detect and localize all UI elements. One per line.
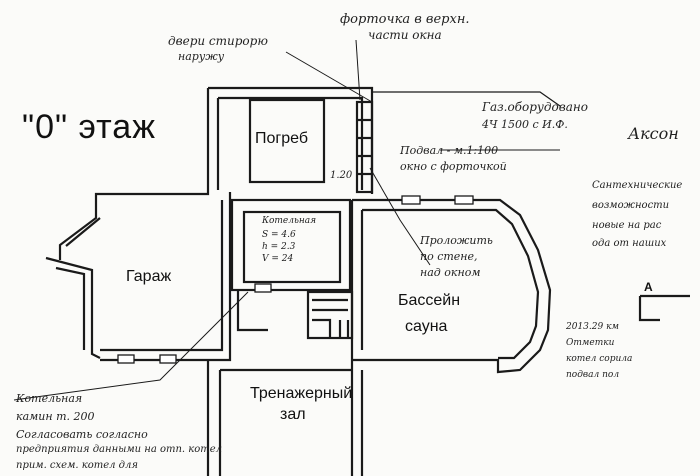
gym-walls: [206, 360, 364, 476]
note-marker-1: 2013.29 км: [566, 322, 619, 332]
room-label-gym-2: зал: [280, 406, 306, 423]
room-label-pool: Бассейн: [398, 292, 461, 309]
note-duct-2: по стене,: [420, 250, 478, 263]
window-pool-2: [454, 195, 474, 205]
window-cellar: [254, 283, 272, 293]
pool-left-wall: [350, 200, 364, 360]
window-garage-1: [117, 354, 135, 364]
note-boiler-3: h = 2.3: [262, 242, 296, 252]
pool-inner-wall: [362, 208, 540, 360]
note-gas-1: Газ.оборудовано: [482, 100, 588, 114]
room-label-sauna: сауна: [405, 318, 448, 335]
note-bottom-left-4: предприятия данными на отп. котел: [16, 444, 223, 455]
pool-outer-wall: [352, 198, 552, 374]
note-cellar-small: 1.20: [330, 170, 353, 181]
note-duct-3: над окном: [420, 266, 481, 279]
note-right-4: ода от наших: [592, 238, 667, 249]
room-label-garage: Гараж: [126, 268, 172, 285]
note-right-1: Сантехнические: [592, 180, 683, 191]
floor-title: "0" этаж: [22, 108, 156, 146]
note-boiler-4: V = 24: [262, 254, 294, 264]
note-sill-2: окно с форточкой: [400, 160, 507, 173]
window-garage-2: [159, 354, 177, 364]
room-label-cellar: Погреб: [255, 130, 309, 147]
note-duct-1: Проложить: [420, 234, 493, 247]
note-bottom-left-5: прим. схем. котел для: [16, 460, 139, 471]
cellar-stair-block: [355, 100, 374, 194]
note-sill-1: Подвал - м.1:100: [400, 144, 499, 157]
note-marker-2: Отметки: [566, 338, 615, 348]
note-bottom-left-3: Согласовать согласно: [16, 428, 148, 441]
room-label-gym: Тренажерный: [250, 385, 353, 402]
note-marker-3: котел сорила: [566, 354, 633, 364]
outer-wall-upper: [94, 86, 374, 206]
note-bottom-left-1: Котельная: [16, 392, 83, 405]
note-marker-4: подвал пол: [566, 370, 620, 380]
outer-wall-garage: [58, 206, 101, 260]
note-bottom-left-2: камин т. 200: [16, 410, 95, 423]
note-door-1: двери стирорю: [168, 34, 268, 48]
garage-bay: [45, 256, 101, 359]
marker-a-label: A: [644, 280, 653, 294]
boiler-room: [230, 198, 352, 292]
inner-wall-upper: [216, 96, 364, 190]
note-right-2: возможности: [592, 200, 670, 211]
note-right-3: новые на рас: [592, 220, 662, 231]
window-pool-1: [401, 195, 421, 205]
note-door-2: наружу: [178, 50, 225, 63]
note-top-1: форточка в верхн.: [340, 12, 470, 27]
note-header-right: Аксон: [628, 124, 679, 143]
cellar-room: [248, 98, 326, 184]
note-boiler-1: Котельная: [262, 216, 317, 226]
garage-bottom-wall: [100, 192, 232, 362]
note-gas-2: 4Ч 1500 с И.Ф.: [482, 118, 568, 131]
marker-a-line: [638, 294, 690, 322]
note-top-2: части окна: [368, 28, 442, 42]
note-boiler-2: S = 4.6: [262, 230, 296, 240]
boiler-inner: [242, 210, 342, 284]
